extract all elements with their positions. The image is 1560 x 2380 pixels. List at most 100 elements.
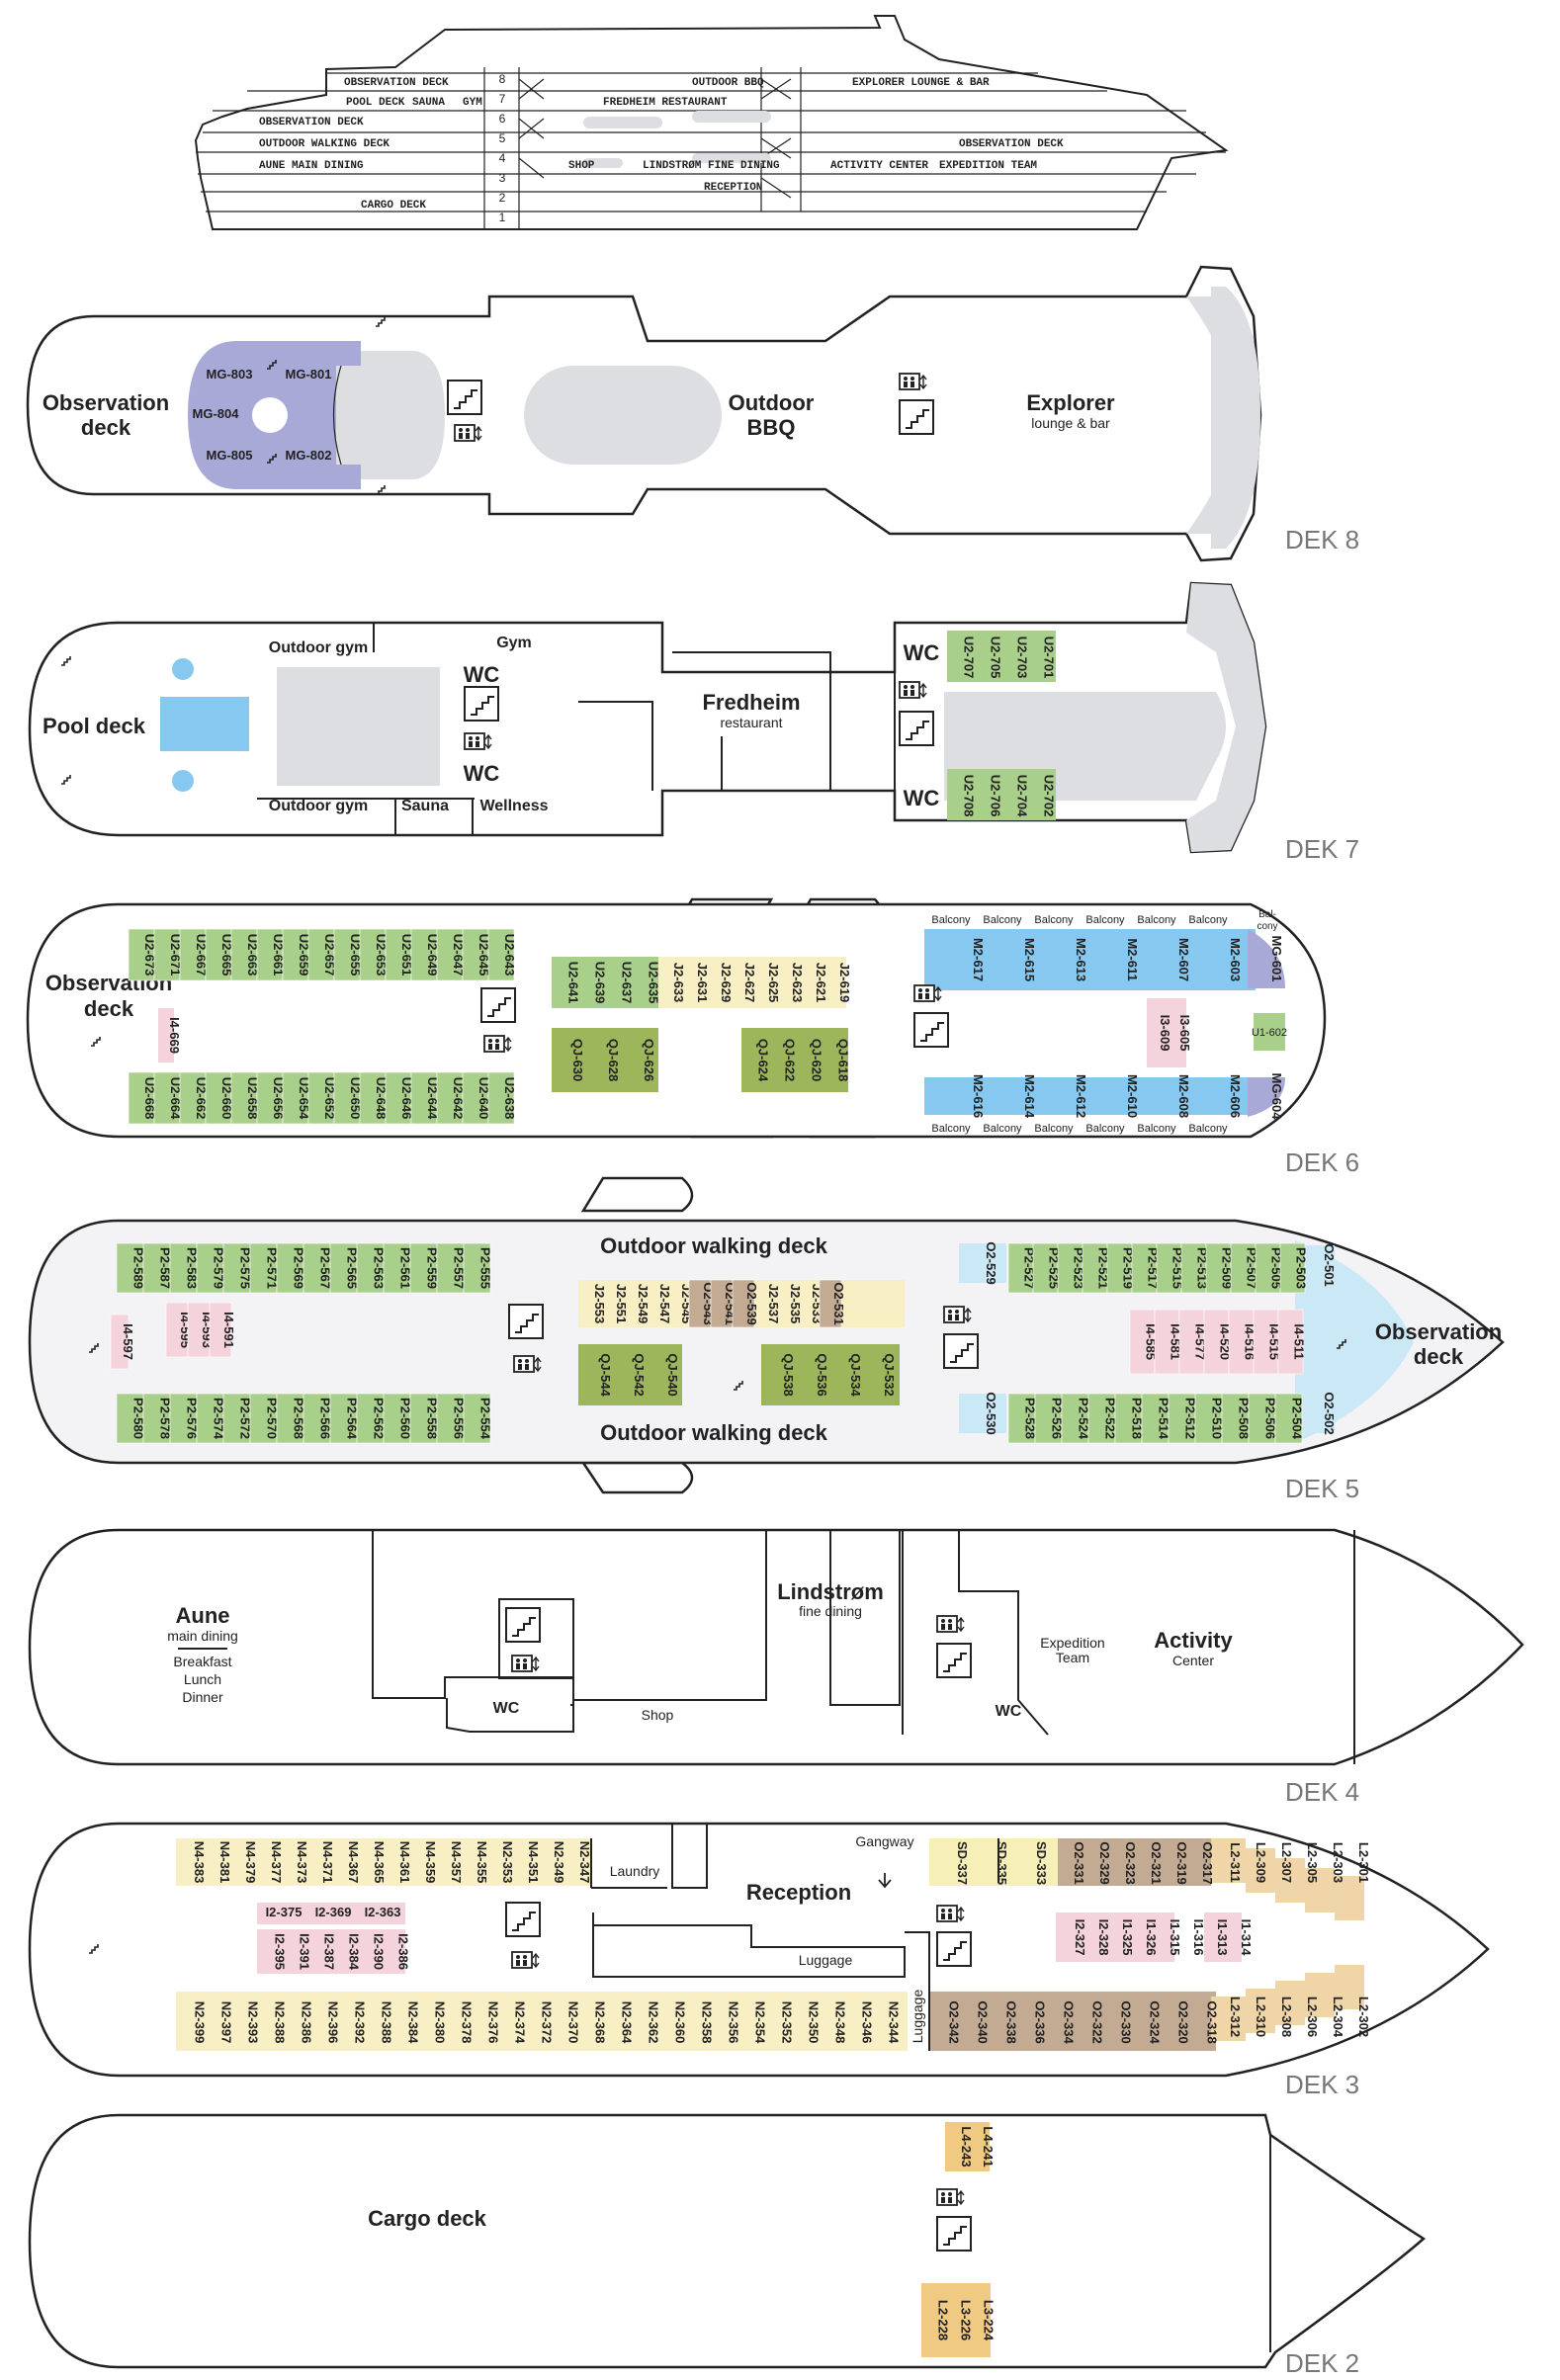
cabin-p2-579[interactable]: P2-579 bbox=[212, 1247, 226, 1289]
cabin-m2-610[interactable]: M2-610 bbox=[1125, 1074, 1140, 1118]
cabin-n2-358[interactable]: N2-358 bbox=[700, 2001, 715, 2044]
cabin-u2-664[interactable]: U2-664 bbox=[168, 1077, 183, 1120]
cabin-i1-315[interactable]: I1-315 bbox=[1168, 1919, 1182, 1956]
cabin-u2-708[interactable]: U2-708 bbox=[962, 775, 977, 817]
cabin-o2-320[interactable]: O2-320 bbox=[1176, 2000, 1191, 2043]
cabin-o2-317[interactable]: O2-317 bbox=[1200, 1841, 1215, 1884]
cabin-qj-540[interactable]: QJ-540 bbox=[665, 1353, 680, 1396]
cabin-o2-323[interactable]: O2-323 bbox=[1123, 1841, 1138, 1884]
cabin-i2-363[interactable]: I2-363 bbox=[365, 1905, 401, 1919]
cabin-u2-658[interactable]: U2-658 bbox=[245, 1077, 260, 1120]
cabin-n2-352[interactable]: N2-352 bbox=[780, 2001, 795, 2044]
cabin-u2-647[interactable]: U2-647 bbox=[451, 934, 466, 977]
cabin-o2-321[interactable]: O2-321 bbox=[1149, 1841, 1164, 1884]
cabin-o2-531[interactable]: O2-531 bbox=[831, 1282, 846, 1324]
cabin-o2-529[interactable]: O2-529 bbox=[984, 1241, 998, 1284]
cabin-n4-373[interactable]: N4-373 bbox=[295, 1841, 309, 1884]
cabin-o2-318[interactable]: O2-318 bbox=[1205, 2000, 1220, 2043]
cabin-o2-331[interactable]: O2-331 bbox=[1072, 1841, 1086, 1884]
cabin-u2-662[interactable]: U2-662 bbox=[194, 1077, 209, 1120]
cabin-u2-663[interactable]: U2-663 bbox=[245, 934, 260, 977]
cabin-l2-301[interactable]: L2-301 bbox=[1356, 1842, 1371, 1883]
cabin-sd-335[interactable]: SD-335 bbox=[995, 1841, 1009, 1885]
cabin-u2-655[interactable]: U2-655 bbox=[348, 934, 363, 977]
cabin-u2-640[interactable]: U2-640 bbox=[477, 1077, 491, 1120]
cabin-o2-539[interactable]: O2-539 bbox=[744, 1282, 759, 1324]
cabin-u2-652[interactable]: U2-652 bbox=[322, 1077, 337, 1120]
cabin-n2-386[interactable]: N2-386 bbox=[300, 2001, 314, 2044]
cabin-p2-567[interactable]: P2-567 bbox=[318, 1247, 333, 1289]
cabin-qj-624[interactable]: QJ-624 bbox=[756, 1039, 771, 1082]
cabin-n2-384[interactable]: N2-384 bbox=[406, 2001, 421, 2044]
cabin-i1-326[interactable]: I1-326 bbox=[1144, 1919, 1159, 1956]
cabin-n2-346[interactable]: N2-346 bbox=[860, 2001, 875, 2044]
cabin-n2-388[interactable]: N2-388 bbox=[273, 2001, 288, 2044]
cabin-o2-338[interactable]: O2-338 bbox=[1004, 2000, 1019, 2043]
cabin-m2-613[interactable]: M2-613 bbox=[1074, 938, 1088, 981]
cabin-u2-654[interactable]: U2-654 bbox=[297, 1077, 311, 1120]
cabin-p2-556[interactable]: P2-556 bbox=[452, 1398, 467, 1439]
cabin-p2-504[interactable]: P2-504 bbox=[1290, 1398, 1305, 1440]
cabin-o2-319[interactable]: O2-319 bbox=[1174, 1841, 1189, 1884]
cabin-p2-568[interactable]: P2-568 bbox=[292, 1398, 306, 1439]
cabin-n2-374[interactable]: N2-374 bbox=[513, 2001, 528, 2044]
cabin-m2-616[interactable]: M2-616 bbox=[971, 1074, 986, 1118]
cabin-i2-384[interactable]: I2-384 bbox=[347, 1933, 362, 1971]
cabin-n4-379[interactable]: N4-379 bbox=[243, 1841, 258, 1884]
cabin-j2-553[interactable]: J2-553 bbox=[592, 1284, 607, 1323]
cabin-n4-357[interactable]: N4-357 bbox=[449, 1841, 464, 1884]
cabin-n2-380[interactable]: N2-380 bbox=[433, 2001, 448, 2044]
cabin-u2-649[interactable]: U2-649 bbox=[425, 934, 440, 977]
cabin-p2-575[interactable]: P2-575 bbox=[238, 1247, 253, 1289]
cabin-i3-605[interactable]: I3-605 bbox=[1177, 1015, 1192, 1052]
cabin-u2-702[interactable]: U2-702 bbox=[1042, 775, 1057, 817]
cabin-u2-673[interactable]: U2-673 bbox=[142, 934, 157, 977]
cabin-qj-628[interactable]: QJ-628 bbox=[606, 1039, 621, 1081]
cabin-n2-350[interactable]: N2-350 bbox=[807, 2001, 822, 2044]
cabin-p2-522[interactable]: P2-522 bbox=[1103, 1398, 1118, 1439]
cabin-n2-376[interactable]: N2-376 bbox=[486, 2001, 501, 2044]
cabin-i4-591[interactable]: I4-591 bbox=[221, 1312, 236, 1348]
cabin-u2-639[interactable]: U2-639 bbox=[593, 962, 608, 1004]
cabin-l4-241[interactable]: L4-241 bbox=[981, 2126, 996, 2167]
cabin-p2-574[interactable]: P2-574 bbox=[212, 1398, 226, 1440]
cabin-p2-559[interactable]: P2-559 bbox=[425, 1247, 440, 1289]
cabin-p2-557[interactable]: P2-557 bbox=[452, 1247, 467, 1289]
cabin-m2-614[interactable]: M2-614 bbox=[1022, 1074, 1037, 1119]
cabin-o2-530[interactable]: O2-530 bbox=[984, 1392, 998, 1434]
cabin-qj-626[interactable]: QJ-626 bbox=[642, 1039, 656, 1081]
cabin-p2-514[interactable]: P2-514 bbox=[1157, 1398, 1171, 1440]
cabin-u2-705[interactable]: U2-705 bbox=[989, 637, 1003, 679]
cabin-p2-526[interactable]: P2-526 bbox=[1050, 1398, 1065, 1439]
cabin-p2-562[interactable]: P2-562 bbox=[372, 1398, 387, 1439]
cabin-n2-378[interactable]: N2-378 bbox=[460, 2001, 475, 2044]
cabin-i4-597[interactable]: I4-597 bbox=[121, 1323, 135, 1360]
cabin-u2-642[interactable]: U2-642 bbox=[451, 1077, 466, 1120]
cabin-o2-342[interactable]: O2-342 bbox=[947, 2000, 962, 2043]
cabin-j2-631[interactable]: J2-631 bbox=[695, 963, 710, 1002]
cabin-l2-302[interactable]: L2-302 bbox=[1356, 1997, 1371, 2037]
cabin-u2-653[interactable]: U2-653 bbox=[374, 934, 389, 977]
cabin-n4-361[interactable]: N4-361 bbox=[397, 1841, 412, 1884]
cabin-p2-554[interactable]: P2-554 bbox=[478, 1398, 493, 1440]
cabin-p2-558[interactable]: P2-558 bbox=[425, 1398, 440, 1439]
cabin-n2-396[interactable]: N2-396 bbox=[326, 2001, 341, 2044]
cabin-qj-534[interactable]: QJ-534 bbox=[848, 1353, 863, 1397]
cabin-j2-549[interactable]: J2-549 bbox=[636, 1284, 650, 1323]
cabin-mg-801[interactable]: MG-801 bbox=[286, 367, 332, 382]
cabin-n2-360[interactable]: N2-360 bbox=[673, 2001, 688, 2044]
cabin-u2-641[interactable]: U2-641 bbox=[566, 962, 581, 1004]
cabin-i1-314[interactable]: I1-314 bbox=[1239, 1919, 1254, 1957]
cabin-l2-303[interactable]: L2-303 bbox=[1331, 1842, 1345, 1883]
cabin-i2-386[interactable]: I2-386 bbox=[396, 1933, 411, 1970]
cabin-u2-646[interactable]: U2-646 bbox=[399, 1077, 414, 1120]
cabin-j2-629[interactable]: J2-629 bbox=[719, 963, 734, 1002]
cabin-n4-381[interactable]: N4-381 bbox=[217, 1841, 232, 1884]
cabin-u2-671[interactable]: U2-671 bbox=[168, 934, 183, 977]
cabin-sd-337[interactable]: SD-337 bbox=[955, 1841, 970, 1885]
cabin-n4-377[interactable]: N4-377 bbox=[269, 1841, 284, 1884]
cabin-i2-327[interactable]: I2-327 bbox=[1073, 1919, 1087, 1956]
cabin-m2-611[interactable]: M2-611 bbox=[1125, 938, 1140, 980]
cabin-i2-387[interactable]: I2-387 bbox=[322, 1933, 337, 1970]
cabin-o2-502[interactable]: O2-502 bbox=[1322, 1392, 1337, 1434]
